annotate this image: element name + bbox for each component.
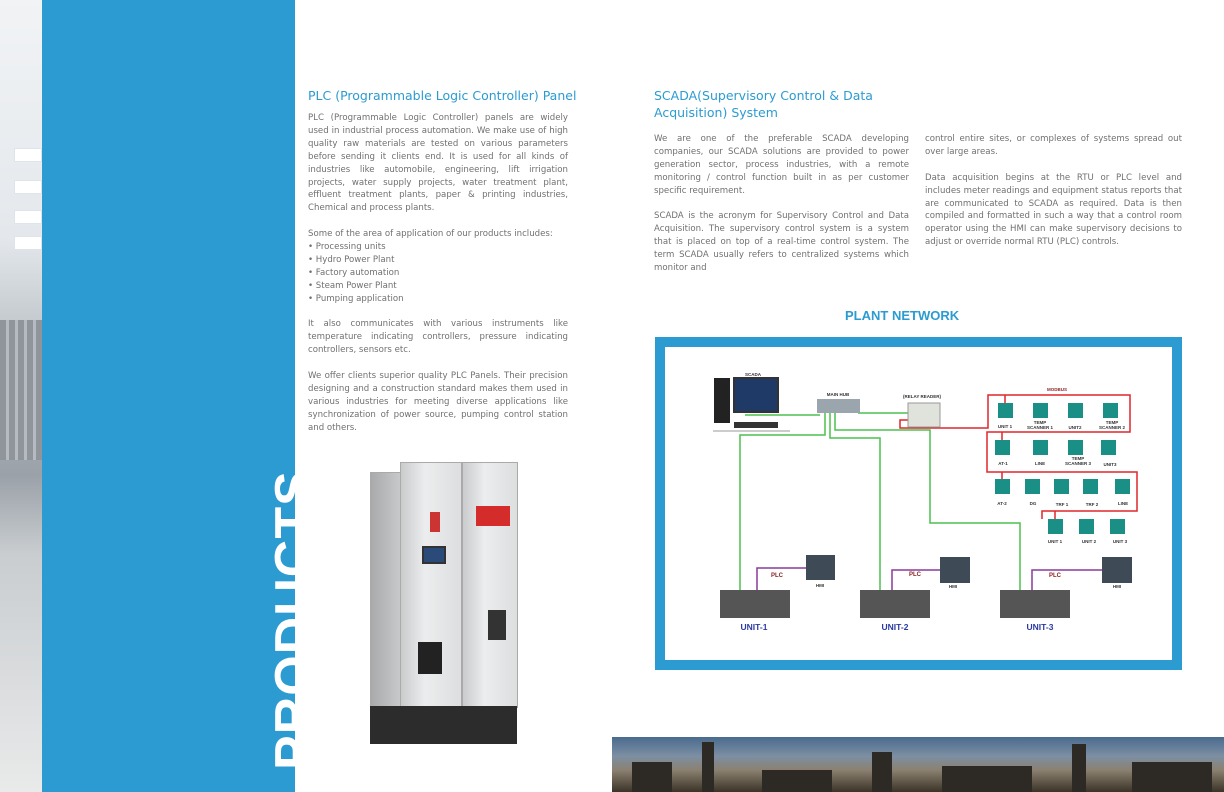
plc-title: PLC (Programmable Logic Controller) Pane… [308, 88, 577, 103]
plant-network-title: PLANT NETWORK [845, 308, 960, 323]
server-room-photo [0, 0, 42, 792]
scada-para2: SCADA is the acronym for Supervisory Con… [654, 211, 909, 274]
list-item: • Pumping application [308, 293, 404, 304]
applications-intro: Some of the area of application of our p… [308, 229, 553, 240]
list-item: • Hydro Power Plant [308, 254, 395, 265]
plc-para3: We offer clients superior quality PLC Pa… [308, 371, 568, 433]
list-item: • Factory automation [308, 267, 400, 278]
plc-para1: PLC (Programmable Logic Controller) pane… [308, 113, 568, 214]
list-item: • Processing units [308, 242, 386, 253]
plc-text: PLC (Programmable Logic Controller) pane… [308, 112, 568, 448]
plc-para2: It also communicates with various instru… [308, 319, 568, 356]
products-heading: PRODUCTS [265, 470, 323, 770]
plant-network-frame [655, 337, 1182, 670]
scada-para3: control entire sites, or complexes of sy… [925, 134, 1182, 157]
sidebar-band [42, 0, 295, 792]
scada-para4: Data acquisition begins at the RTU or PL… [925, 172, 1182, 248]
applications-list: • Processing units • Hydro Power Plant •… [308, 241, 568, 306]
scada-col2: control entire sites, or complexes of sy… [925, 133, 1182, 262]
scada-title: SCADA(Supervisory Control & Data Acquisi… [654, 88, 873, 120]
industrial-plant-photo [612, 737, 1224, 792]
scada-col1: We are one of the preferable SCADA devel… [654, 133, 909, 288]
plc-panel-image [370, 462, 520, 744]
scada-para1: We are one of the preferable SCADA devel… [654, 134, 909, 196]
list-item: • Steam Power Plant [308, 280, 397, 291]
